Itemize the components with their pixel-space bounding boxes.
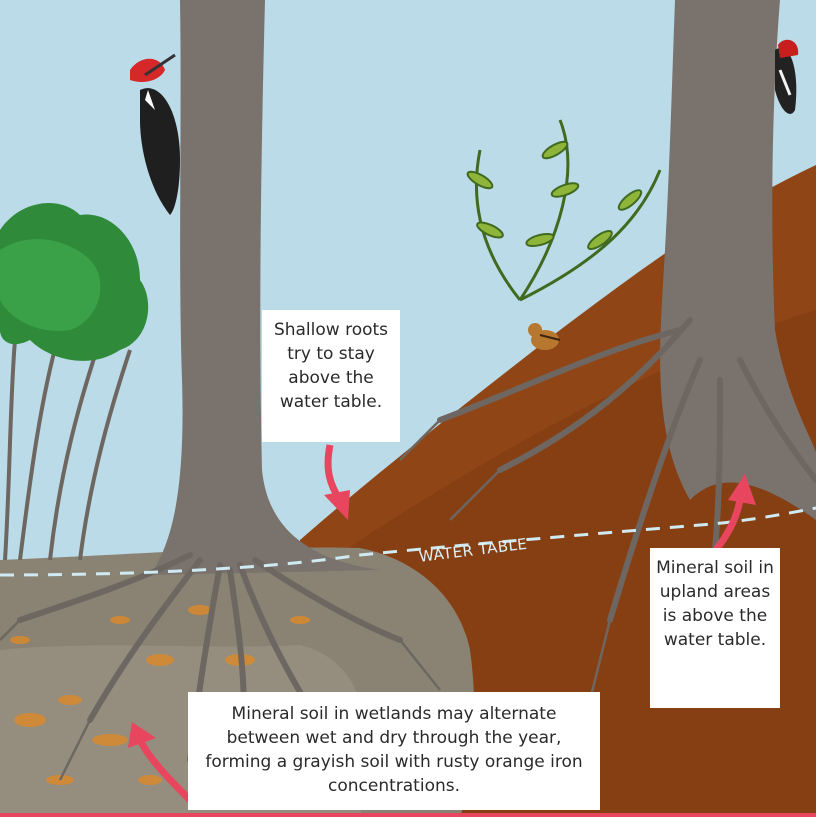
callout-wetland-soil: Mineral soil in wetlands may alternate b… bbox=[188, 692, 600, 810]
callout-upland-soil: Mineral soil in upland areas is above th… bbox=[650, 548, 780, 708]
bottom-rule bbox=[0, 813, 816, 817]
callout-shallow-roots: Shallow roots try to stay above the wate… bbox=[262, 310, 400, 442]
